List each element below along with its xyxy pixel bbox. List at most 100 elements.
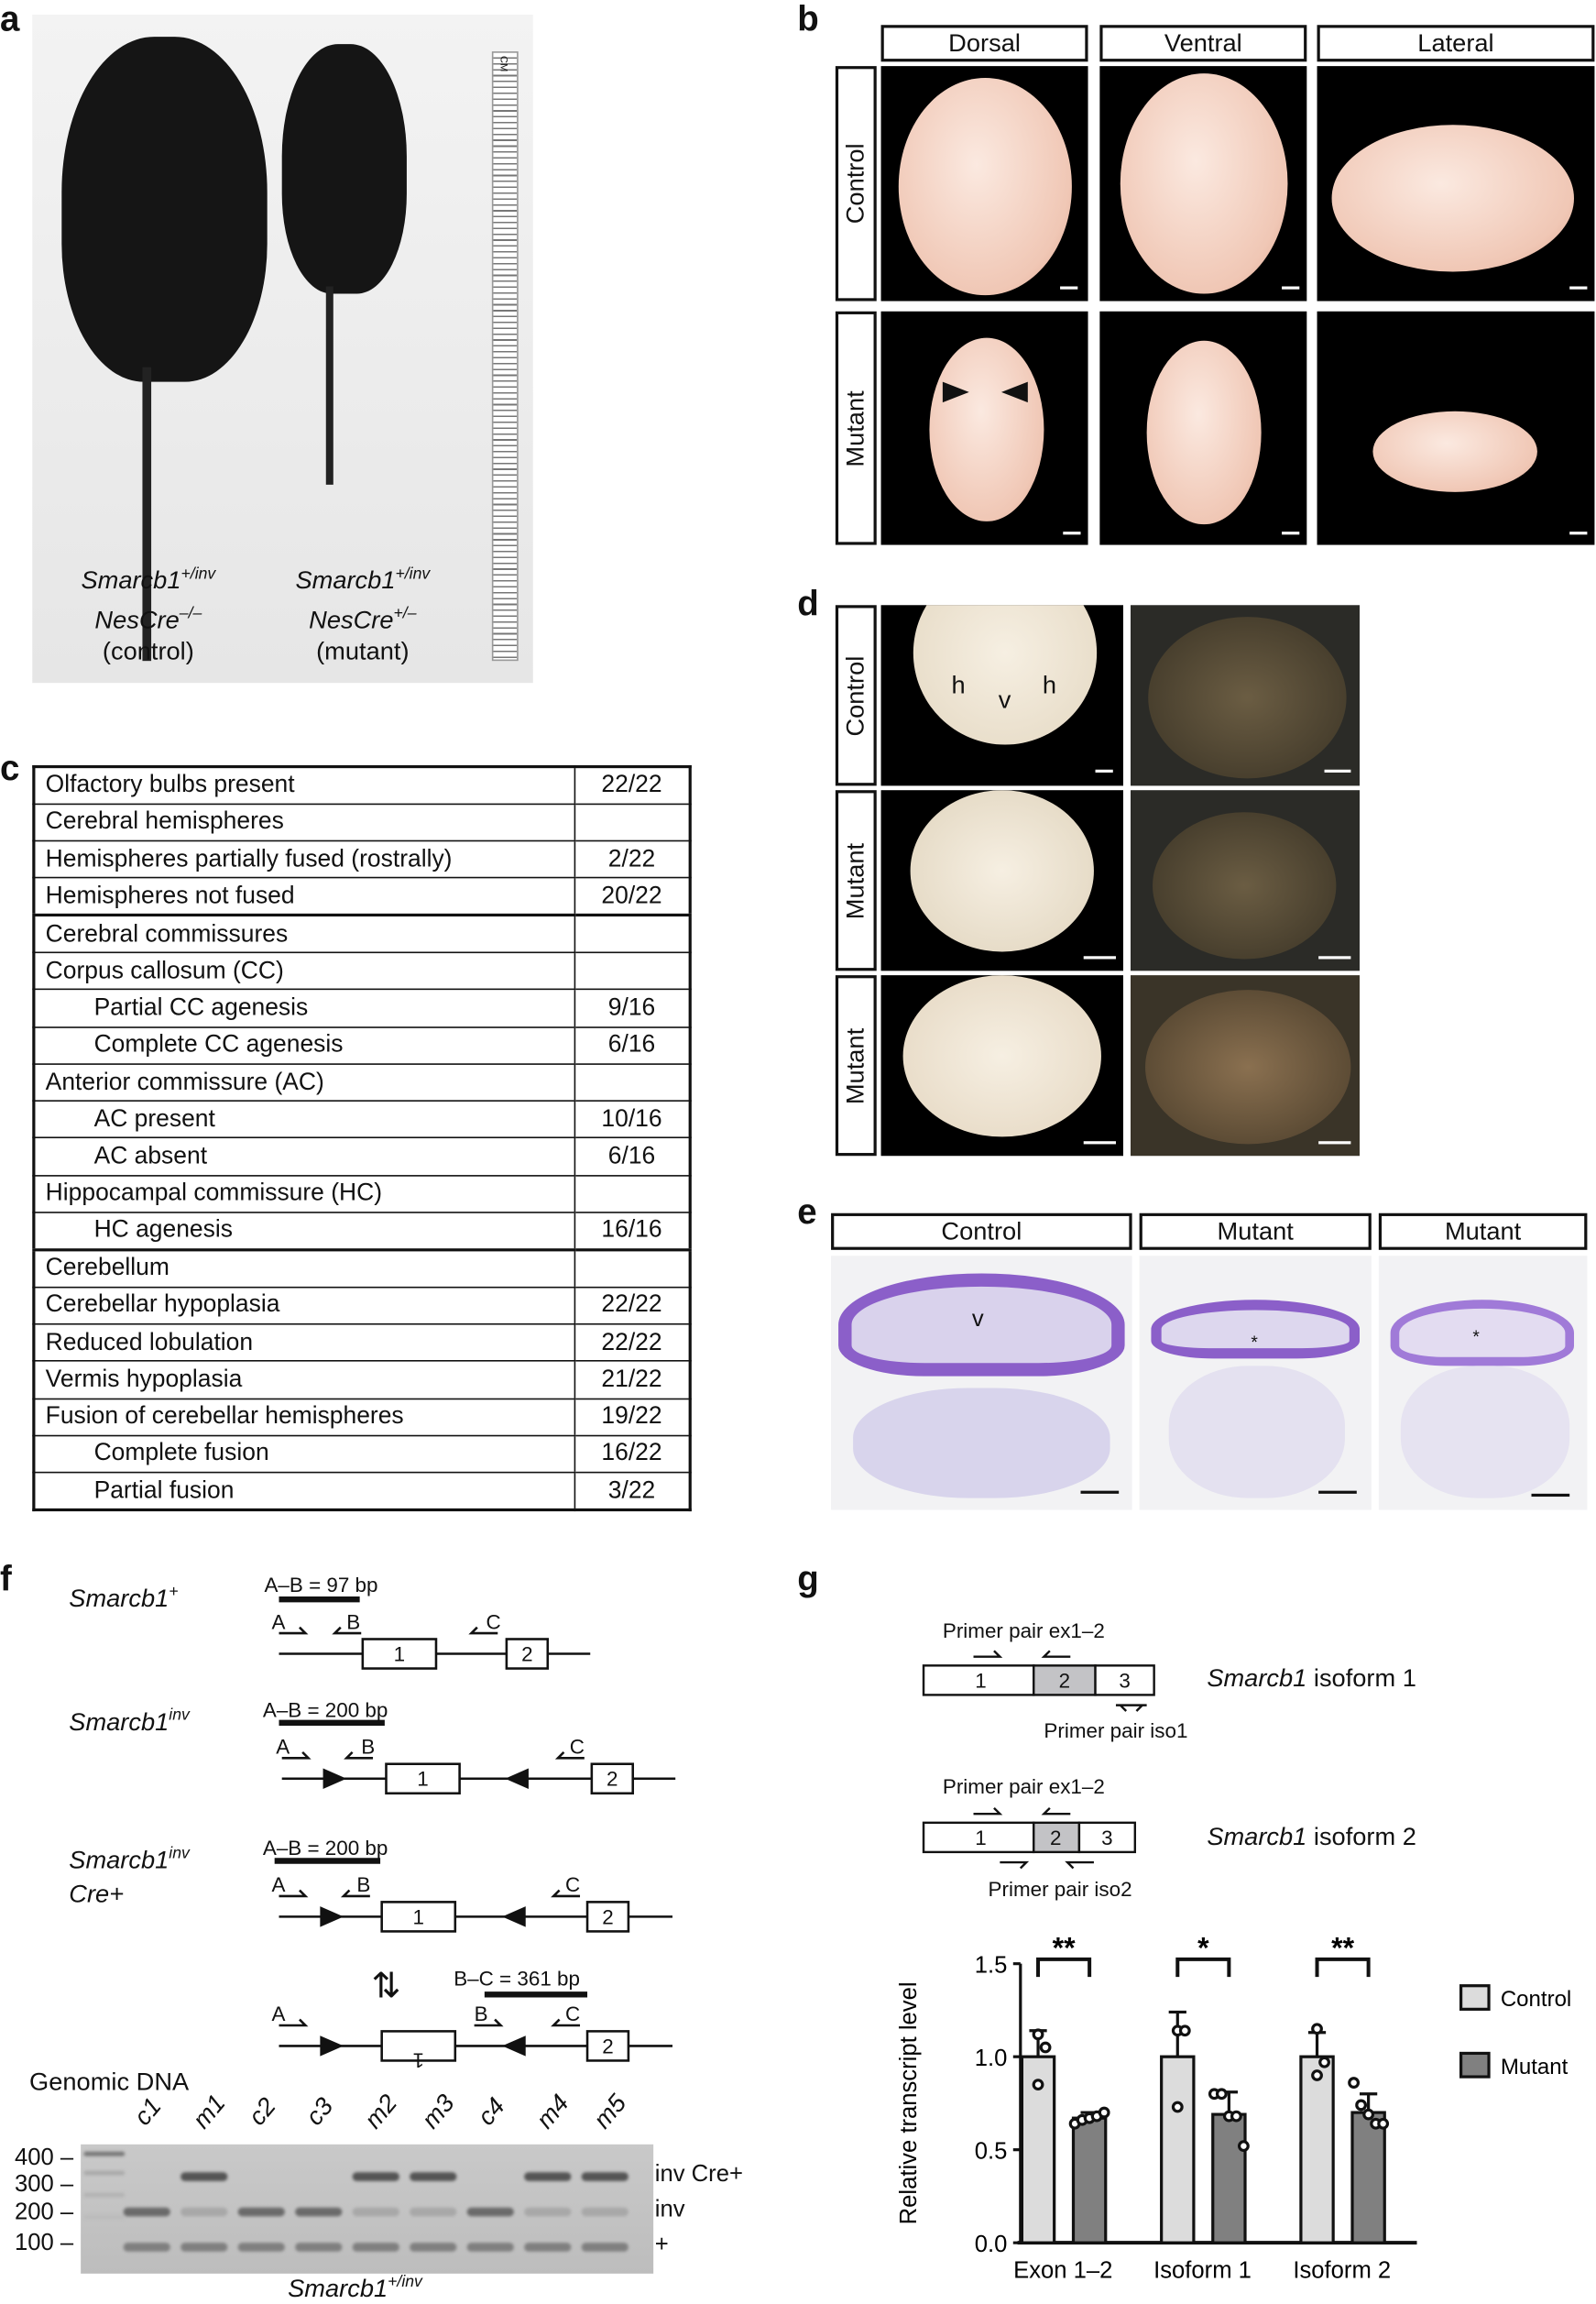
- panel-label-a: a: [0, 0, 20, 40]
- header-control: Control: [831, 1212, 1132, 1250]
- cerebellum-control: h v h: [880, 605, 1123, 786]
- lane-label: c3: [300, 2092, 339, 2131]
- row-value: [573, 915, 691, 954]
- primer-label: Primer pair ex1–2: [943, 1775, 1105, 1798]
- row-label: HC agenesis: [33, 1212, 574, 1252]
- panel-label-g: g: [797, 1559, 819, 1600]
- row-value: [573, 1063, 691, 1103]
- gel-genotype: Smarcb1+/inv: [288, 2273, 422, 2303]
- bar-mutant: [1211, 2112, 1247, 2244]
- cerebellum-mutant-1-section: [1131, 790, 1361, 971]
- row-value: [573, 952, 691, 991]
- brain-control-lateral: [1317, 66, 1595, 302]
- cerebellum-mutant-1: [880, 790, 1123, 971]
- lane-label: m1: [187, 2089, 232, 2134]
- hemisphere-label: h: [1042, 671, 1057, 699]
- band-inv-cre: [180, 2172, 228, 2181]
- svg-text:A: A: [271, 1873, 285, 1896]
- lane-label: m5: [587, 2089, 632, 2134]
- svg-text:2: 2: [1059, 1669, 1070, 1692]
- row-value: [573, 1175, 691, 1213]
- control-mouse: [61, 37, 268, 382]
- row-value: [573, 1249, 691, 1288]
- row-label: Cerebral hemispheres: [33, 804, 574, 842]
- row-label: Olfactory bulbs present: [33, 766, 574, 805]
- row-value: 16/22: [573, 1435, 691, 1474]
- lane-label: m2: [358, 2089, 403, 2134]
- band-wt: [295, 2243, 343, 2252]
- bar-mutant: [1350, 2111, 1386, 2244]
- row-label: Corpus callosum (CC): [33, 952, 574, 991]
- band-wt: [410, 2243, 457, 2252]
- data-point: [1377, 2117, 1390, 2130]
- row-label: Reduced lobulation: [33, 1323, 574, 1363]
- band-inv-cre: [410, 2172, 457, 2181]
- product-size: A–B = 97 bp: [264, 1574, 377, 1596]
- svg-text:A: A: [271, 2002, 285, 2025]
- ladder-band: [83, 2214, 126, 2220]
- row-label: Complete CC agenesis: [33, 1026, 574, 1065]
- significance-marker: **: [1053, 1931, 1076, 1964]
- svg-text:B: B: [346, 1610, 360, 1633]
- nissl-section-mutant-2: *: [1378, 1256, 1588, 1510]
- asterisk: *: [1251, 1332, 1258, 1353]
- svg-text:C: C: [565, 1873, 580, 1896]
- bar-control: [1299, 2055, 1335, 2244]
- exon-1: 1: [417, 1768, 428, 1791]
- data-point: [1215, 2088, 1228, 2101]
- row-label: Anterior commissure (AC): [33, 1063, 574, 1103]
- band-wt: [524, 2243, 572, 2252]
- band-inv: [180, 2207, 228, 2217]
- row-label: Cerebellar hypoplasia: [33, 1287, 574, 1325]
- legend-swatch-control: [1459, 1984, 1491, 2011]
- row-label: Fusion of cerebellar hemispheres: [33, 1398, 574, 1437]
- row-value: 22/22: [573, 766, 691, 805]
- band-wt: [352, 2243, 399, 2252]
- mutant-genotype: Smarcb1+/inv NesCre+/– (mutant): [295, 565, 431, 666]
- row-label-control: Control: [835, 66, 877, 302]
- lane-label: c2: [243, 2092, 282, 2131]
- band-inv: [295, 2207, 343, 2217]
- row-value: 9/16: [573, 989, 691, 1028]
- agarose-gel: [81, 2144, 654, 2274]
- brain-control-ventral: [1099, 66, 1307, 302]
- row-value: [573, 804, 691, 842]
- data-point: [1362, 2108, 1375, 2121]
- exon-1-inverted: 1: [412, 2048, 423, 2070]
- row-label: Complete fusion: [33, 1435, 574, 1474]
- legend-label: Control: [1501, 1987, 1571, 2012]
- size-marker: 300 –: [15, 2172, 74, 2198]
- bar-control: [1160, 2055, 1196, 2244]
- y-axis-label: Relative transcript level: [896, 1981, 922, 2224]
- brain-mutant-ventral: [1099, 311, 1307, 545]
- arrowhead-left: [942, 381, 969, 403]
- allele-label-inv-cre: Smarcb1inv: [69, 1843, 191, 1873]
- svg-text:B: B: [356, 1873, 370, 1896]
- exon-2: 2: [607, 1768, 618, 1791]
- band-inv: [581, 2207, 629, 2217]
- mutant-mouse-tail: [325, 286, 333, 485]
- size-marker: 400 –: [15, 2145, 74, 2171]
- significance-bracket: [1036, 1957, 1092, 1978]
- nissl-section-mutant-1: *: [1139, 1256, 1372, 1510]
- ruler-unit: CM: [497, 55, 508, 72]
- row-value: 22/22: [573, 1287, 691, 1325]
- gel-title: Genomic DNA: [29, 2068, 190, 2096]
- band-inv: [410, 2207, 457, 2217]
- panel-label-d: d: [797, 584, 819, 625]
- panel-label-f: f: [0, 1559, 12, 1600]
- cerebellum-mutant-2: [880, 975, 1123, 1157]
- data-point: [1311, 2069, 1323, 2081]
- row-value: 6/16: [573, 1026, 691, 1065]
- band-inv: [466, 2207, 514, 2217]
- data-point: [1171, 2101, 1184, 2113]
- svg-text:A: A: [276, 1736, 290, 1759]
- band-wt: [466, 2243, 514, 2252]
